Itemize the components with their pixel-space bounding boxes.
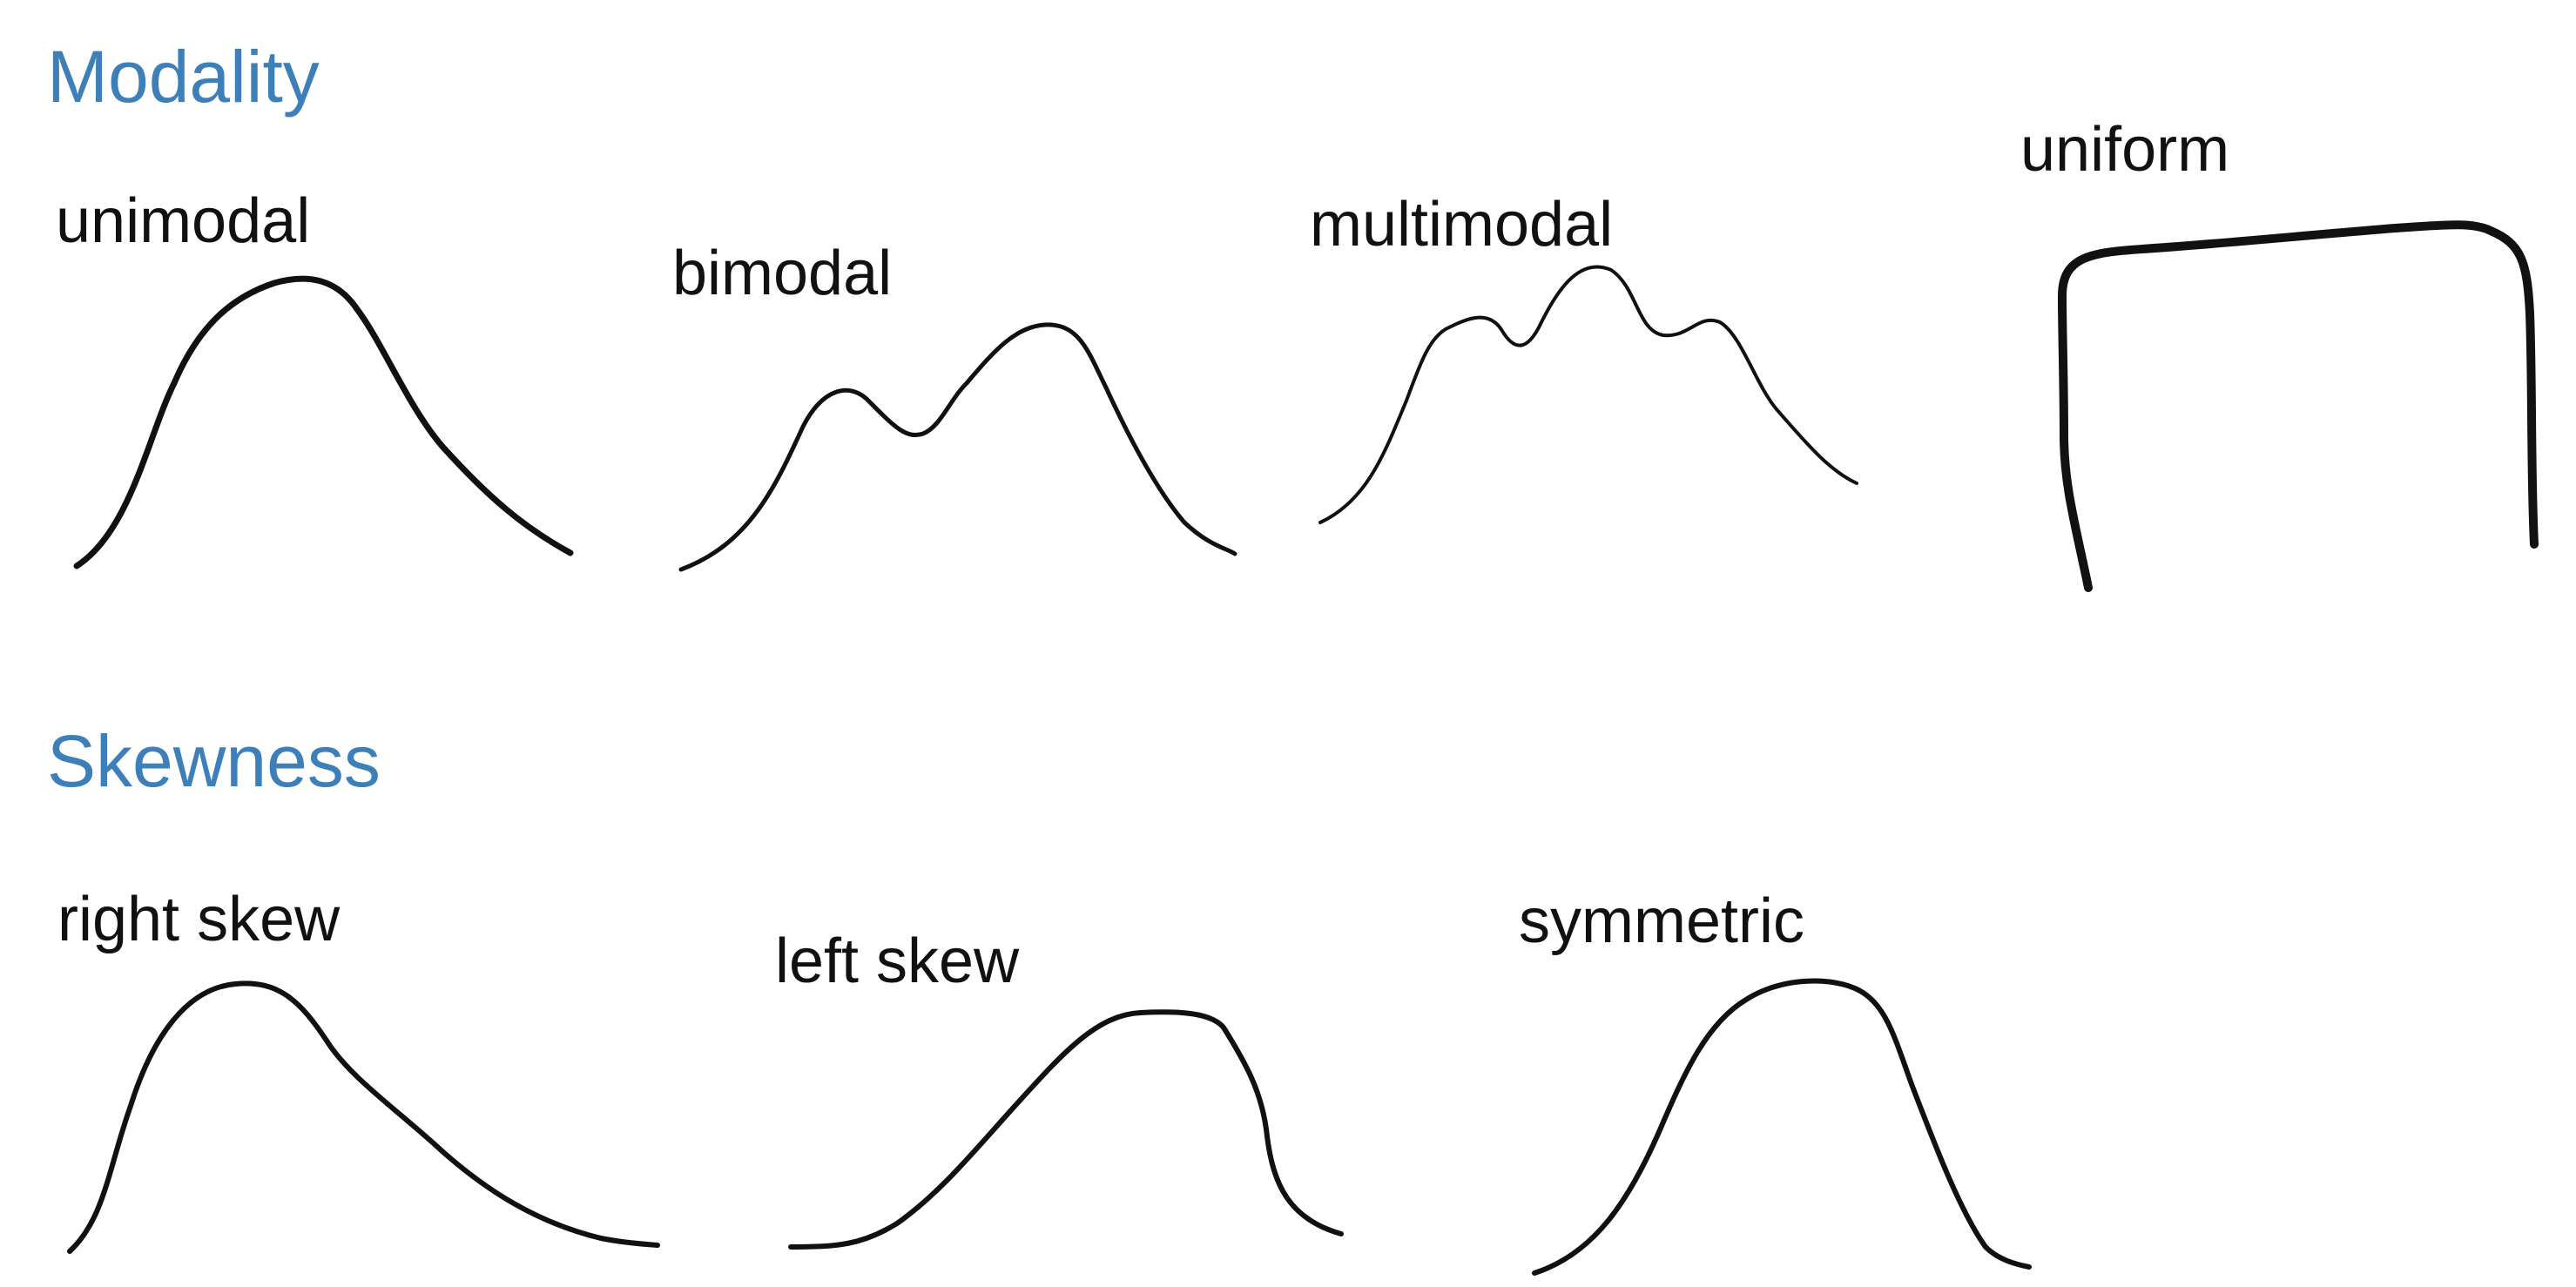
multimodal-label: multimodal (1310, 190, 1614, 259)
right-skew-curve-icon (67, 980, 660, 1254)
bimodal-curve-icon (678, 322, 1237, 572)
uniform-label: uniform (2020, 115, 2230, 185)
bimodal-label: bimodal (672, 239, 893, 308)
symmetric-curve-icon (1532, 978, 2032, 1276)
modality-title: Modality (47, 36, 320, 118)
unimodal-label: unimodal (56, 186, 311, 256)
uniform-curve-icon (2058, 220, 2539, 592)
skewness-title: Skewness (47, 720, 381, 802)
right-skew-label: right skew (57, 885, 341, 954)
left-skew-label: left skew (775, 927, 1020, 996)
unimodal-curve-icon (73, 275, 574, 569)
left-skew-curve-icon (788, 1009, 1344, 1250)
multimodal-curve-icon (1318, 265, 1858, 524)
symmetric-label: symmetric (1519, 886, 1804, 956)
